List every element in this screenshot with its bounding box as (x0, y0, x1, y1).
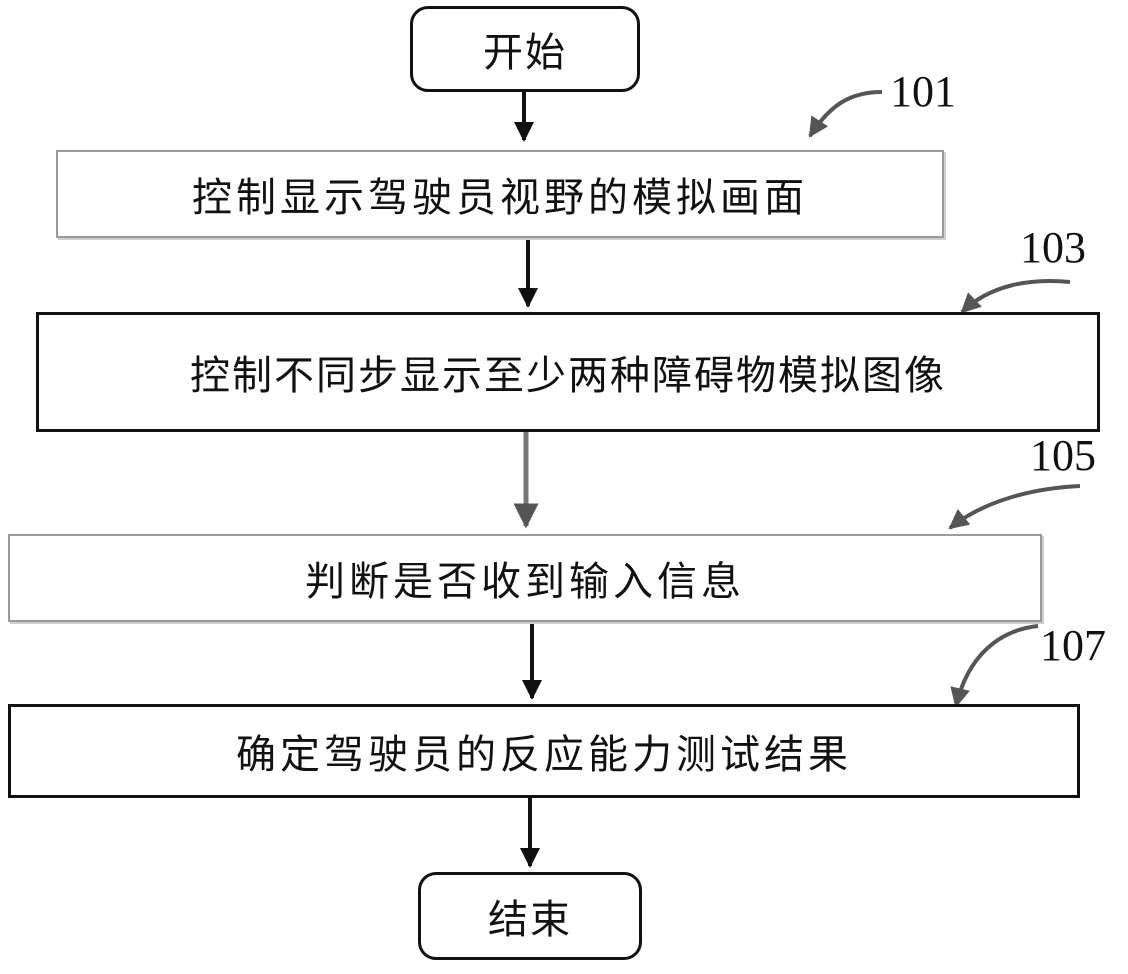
end-terminal: 结束 (418, 872, 642, 960)
step-text-105: 判断是否收到输入信息 (305, 549, 745, 607)
step-text-103: 控制不同步显示至少两种障碍物模拟图像 (190, 343, 946, 401)
ref-label-107: 107 (1040, 620, 1106, 671)
ref-label-105: 105 (1030, 430, 1096, 481)
start-terminal: 开始 (410, 6, 640, 92)
step-text-107: 确定驾驶员的反应能力测试结果 (236, 722, 852, 780)
step-box-105: 判断是否收到输入信息 (8, 534, 1042, 622)
ref-label-101: 101 (890, 66, 956, 117)
step-box-103: 控制不同步显示至少两种障碍物模拟图像 (36, 312, 1100, 432)
ref-label-103: 103 (1020, 222, 1086, 273)
step-text-101: 控制显示驾驶员视野的模拟画面 (192, 165, 808, 223)
leader-107 (956, 626, 1038, 706)
leader-103 (962, 281, 1070, 312)
leader-101 (810, 92, 882, 136)
leader-105 (950, 486, 1080, 528)
step-box-101: 控制显示驾驶员视野的模拟画面 (56, 150, 944, 238)
step-box-107: 确定驾驶员的反应能力测试结果 (8, 704, 1080, 798)
end-label: 结束 (488, 887, 572, 945)
start-label: 开始 (483, 20, 567, 78)
